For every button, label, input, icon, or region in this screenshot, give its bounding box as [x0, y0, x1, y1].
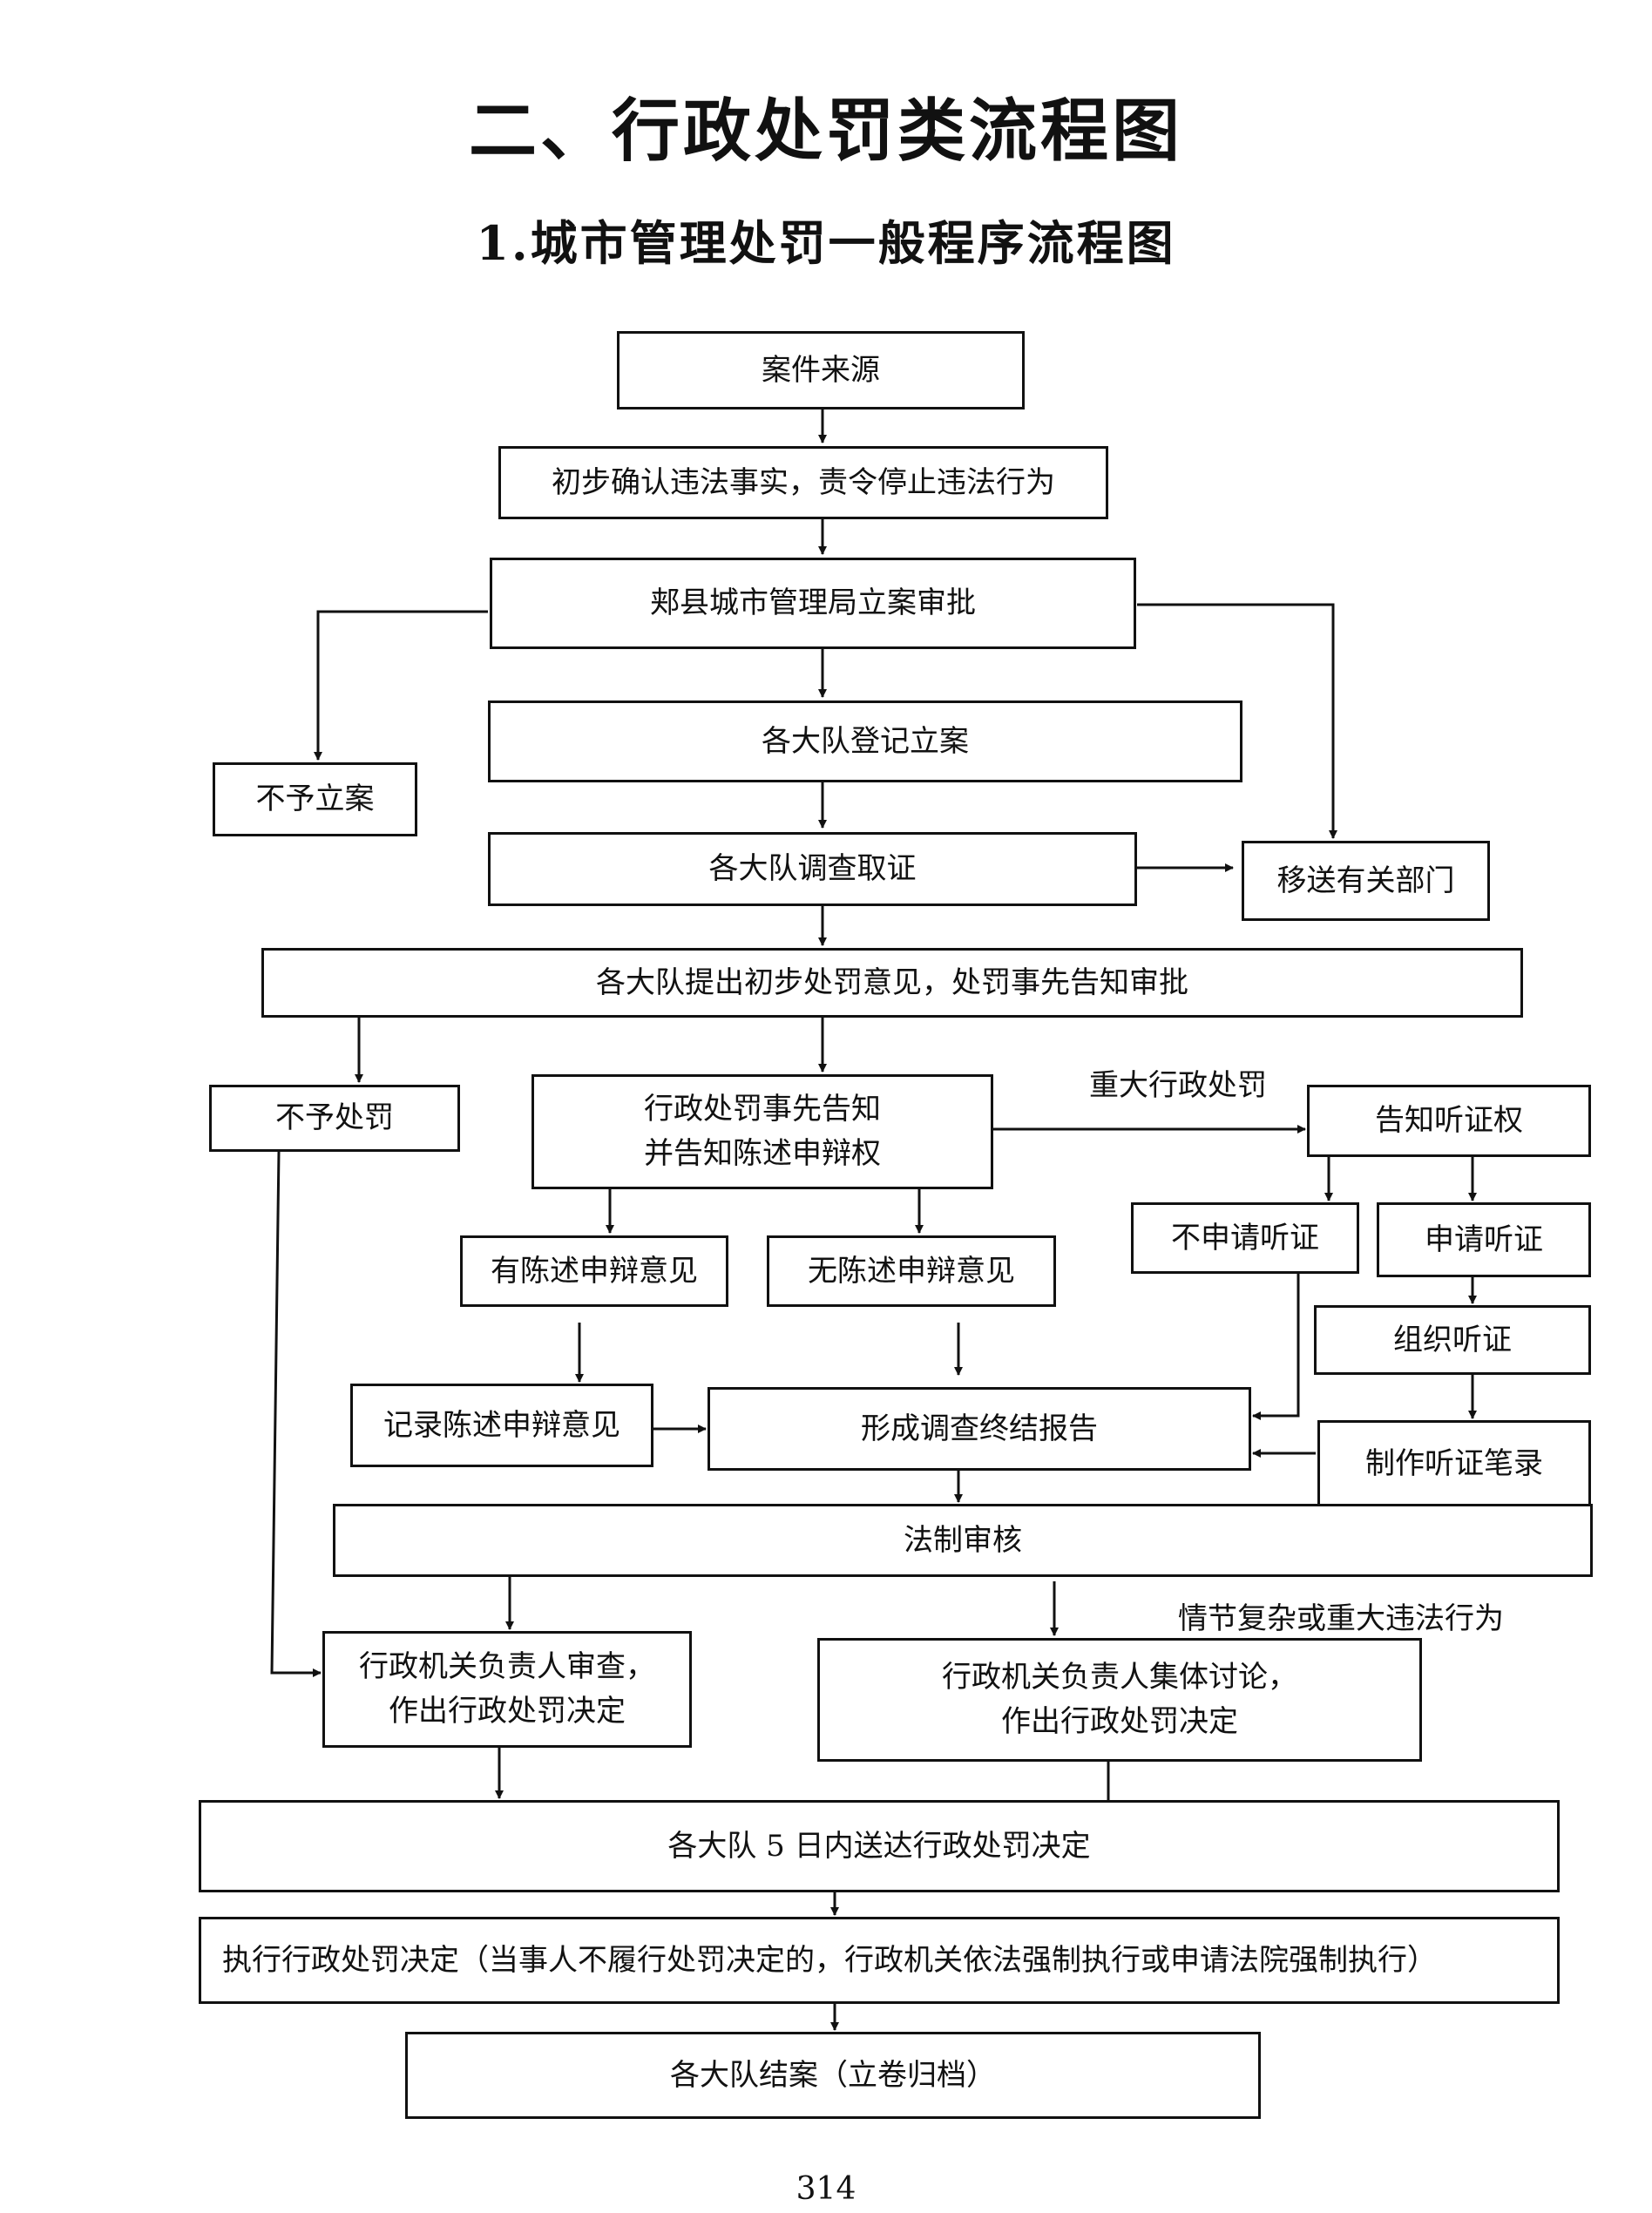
label-complex-case: 情节复杂或重大违法行为: [1178, 1601, 1504, 1636]
node-collective: 行政机关负责人集体讨论， 作出行政处罚决定: [817, 1638, 1422, 1762]
node-no-case: 不予立案: [213, 762, 417, 836]
node-close-case: 各大队结案（立卷归档）: [405, 2032, 1261, 2119]
node-filing-approval: 郏县城市管理局立案审批: [490, 558, 1136, 649]
node-transfer: 移送有关部门: [1242, 841, 1490, 921]
page-title: 二、行政处罚类流程图: [468, 91, 1183, 171]
node-collective-line1: 行政机关负责人集体讨论，: [942, 1660, 1297, 1695]
node-deliver: 各大队 5 日内送达行政处罚决定: [199, 1800, 1560, 1892]
node-no-hearing: 不申请听证: [1131, 1202, 1359, 1274]
node-organize-hearing: 组织听证: [1314, 1305, 1591, 1375]
arrow-approval-to-transfer: [1137, 603, 1337, 839]
node-penalty-opinion: 各大队提出初步处罚意见，处罚事先告知审批: [261, 948, 1523, 1018]
node-case-source: 案件来源: [617, 331, 1025, 409]
node-no-defense: 无陈述申辩意见: [767, 1235, 1056, 1307]
node-prior-notice-line1: 行政处罚事先告知: [644, 1092, 881, 1127]
node-collective-line2: 作出行政处罚决定: [1001, 1704, 1238, 1739]
node-legal-review: 法制审核: [333, 1504, 1593, 1577]
node-apply-hearing: 申请听证: [1377, 1202, 1591, 1277]
node-prior-notice: 行政处罚事先告知 并告知陈述申辩权: [531, 1074, 993, 1189]
node-head-review-line2: 作出行政处罚决定: [389, 1694, 626, 1729]
node-final-report: 形成调查终结报告: [708, 1387, 1251, 1471]
node-no-penalty: 不予处罚: [209, 1085, 460, 1152]
arrow-no-penalty-to-head-review: [270, 1151, 322, 1677]
node-hearing-record: 制作听证笔录: [1317, 1420, 1591, 1507]
node-preliminary-confirm: 初步确认违法事实，责令停止违法行为: [498, 446, 1108, 519]
node-register-case: 各大队登记立案: [488, 700, 1242, 782]
page-number: 314: [796, 2171, 856, 2207]
node-head-review: 行政机关负责人审查， 作出行政处罚决定: [322, 1631, 692, 1748]
page-subtitle: 1.城市管理处罚一般程序流程图: [476, 215, 1176, 271]
arrow-approval-to-no-case: [314, 610, 488, 761]
node-prior-notice-line2: 并告知陈述申辩权: [644, 1136, 881, 1171]
node-execute: 执行行政处罚决定（当事人不履行处罚决定的，行政机关依法强制执行或申请法院强制执行…: [199, 1917, 1560, 2004]
node-record-defense: 记录陈述申辩意见: [350, 1384, 653, 1467]
node-notify-hearing: 告知听证权: [1307, 1085, 1591, 1157]
node-investigate: 各大队调查取证: [488, 832, 1137, 906]
node-has-defense: 有陈述申辩意见: [460, 1235, 728, 1307]
arrow-no-hearing-to-report: [1252, 1272, 1300, 1420]
label-major-penalty: 重大行政处罚: [1089, 1068, 1267, 1103]
node-head-review-line1: 行政机关负责人审查，: [359, 1649, 655, 1684]
